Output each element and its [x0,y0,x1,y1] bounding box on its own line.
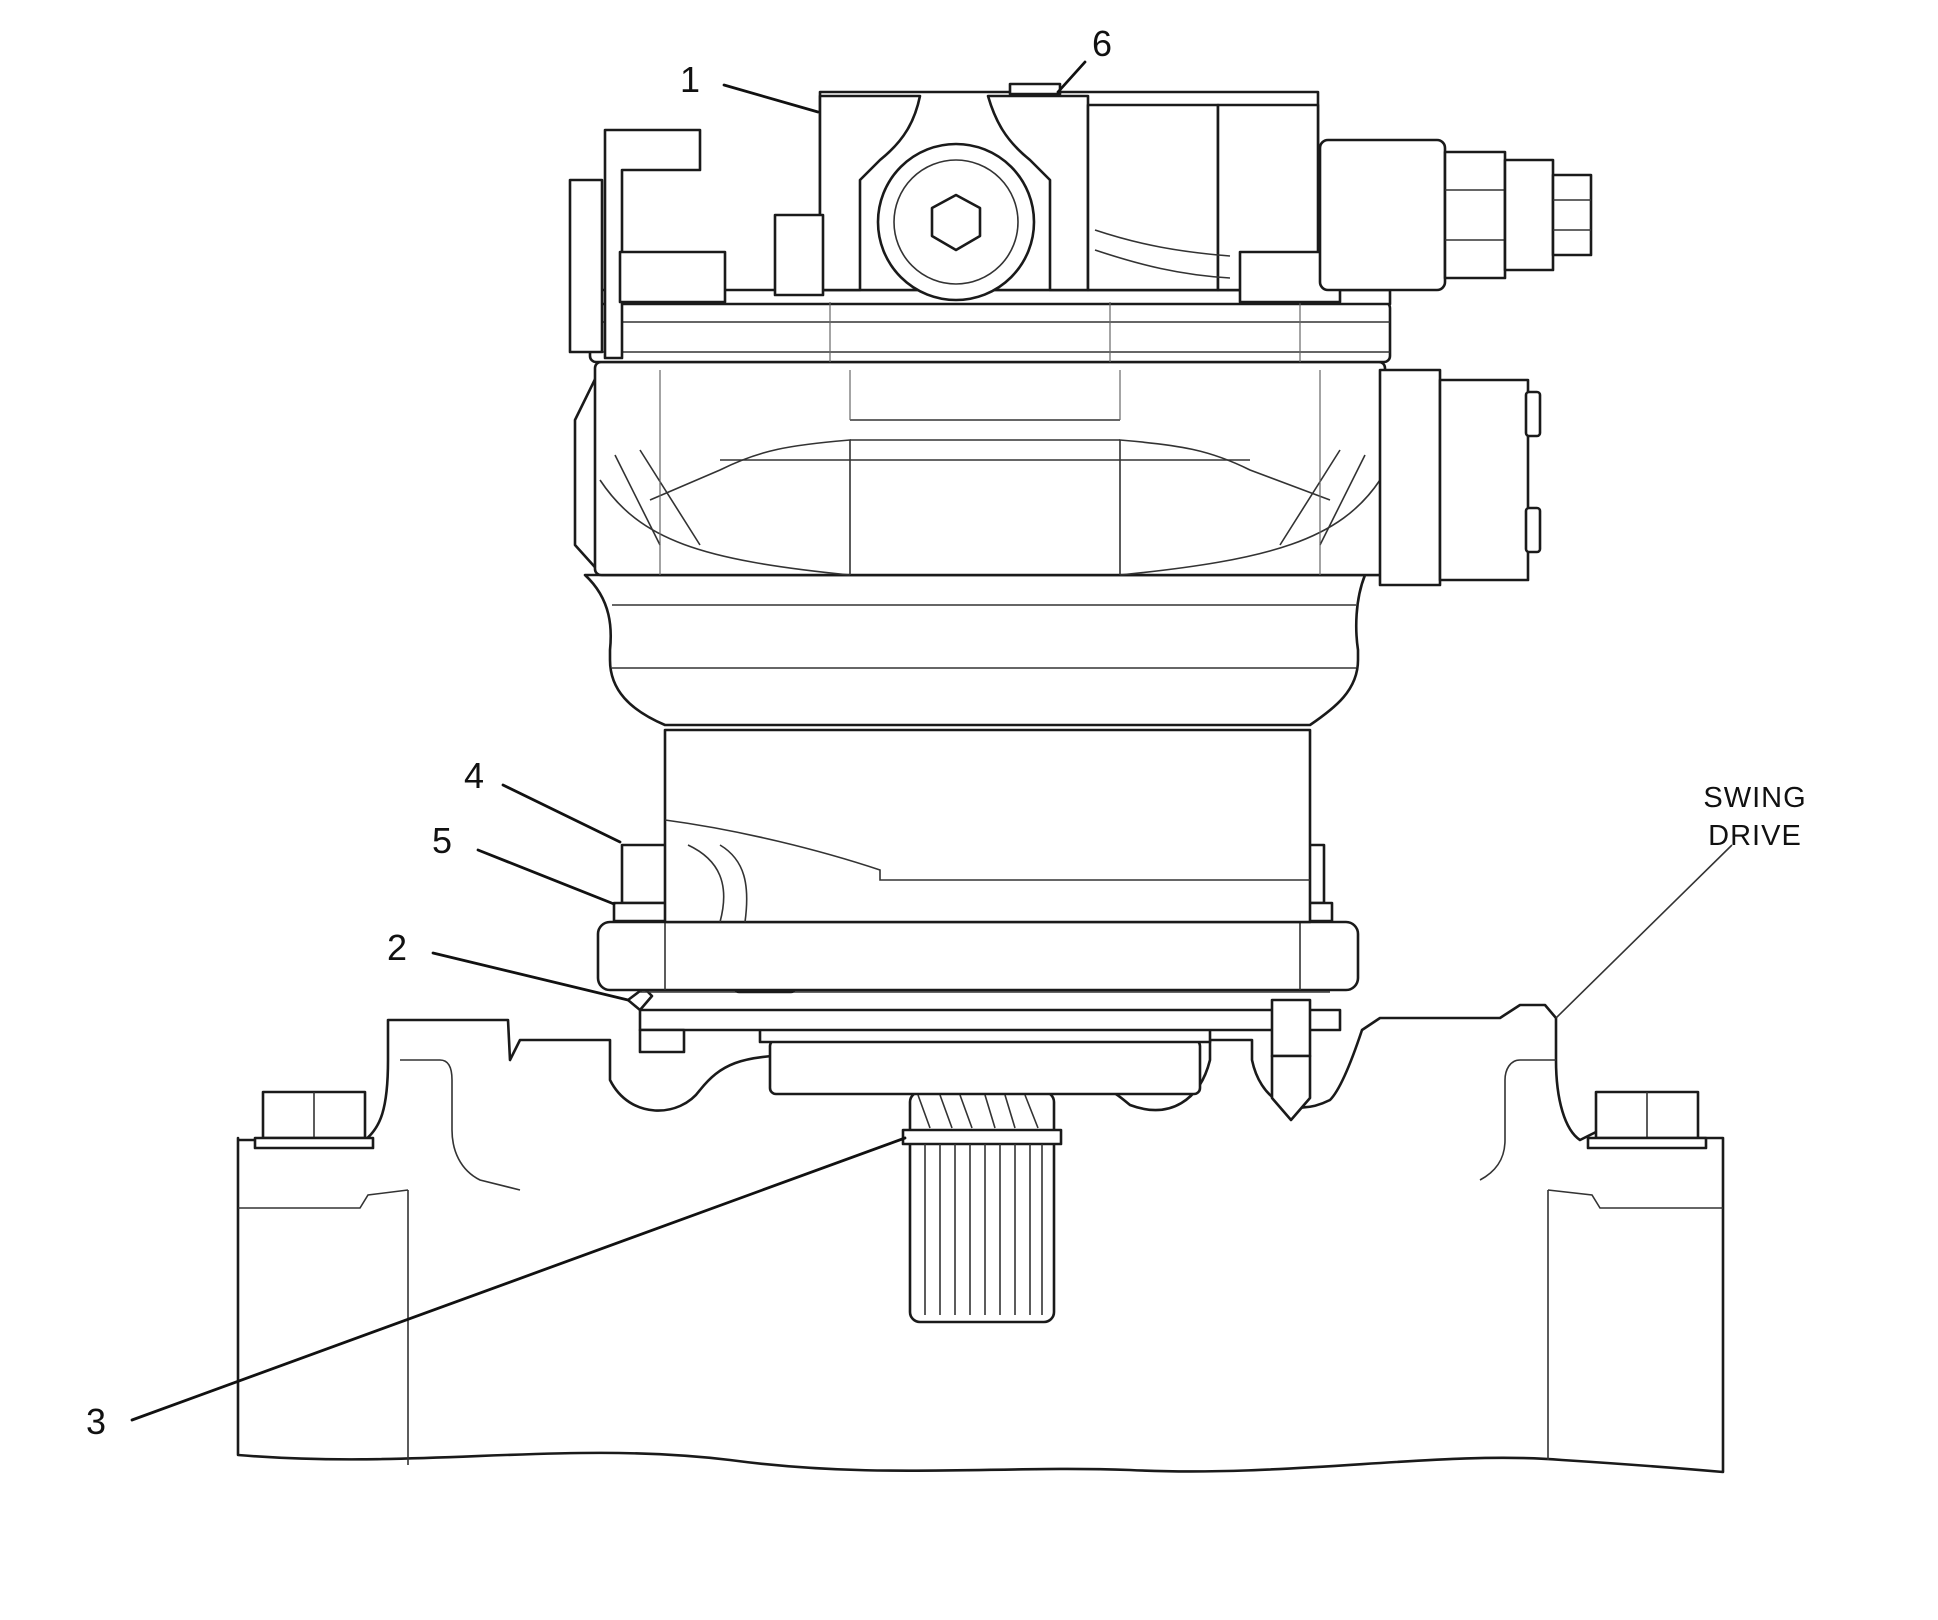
callout-3: 3 [86,1401,106,1442]
swing-drive-label-line2: DRIVE [1708,820,1802,852]
motor-pilot [638,998,1342,1122]
leader-6 [1056,60,1087,94]
leader-3 [130,1136,907,1422]
callout-1: 1 [680,59,700,100]
top-valve-block [568,82,1342,360]
motor-neck [663,728,1312,924]
callout-labels: 1 2 3 4 5 6 SWING DRIVE [86,23,1806,1442]
callout-4: 4 [464,755,484,796]
leader-5 [476,848,616,906]
leader-1 [722,83,820,114]
leader-lines [130,60,1733,1422]
callout-2: 2 [387,927,407,968]
output-shaft [901,1090,1063,1324]
solenoid-connector [1318,138,1593,292]
callout-6: 6 [1092,23,1112,64]
leader-2 [431,951,630,1002]
motor-housing [573,360,1402,577]
leader-4 [501,783,622,844]
motor-body-cylinder [583,573,1367,727]
side-valve-block [1378,368,1542,587]
callout-5: 5 [432,820,452,861]
leader-swing-drive [1555,844,1733,1019]
swing-drive-label-line1: SWING [1703,782,1806,814]
motor-mount-flange [596,920,1360,992]
